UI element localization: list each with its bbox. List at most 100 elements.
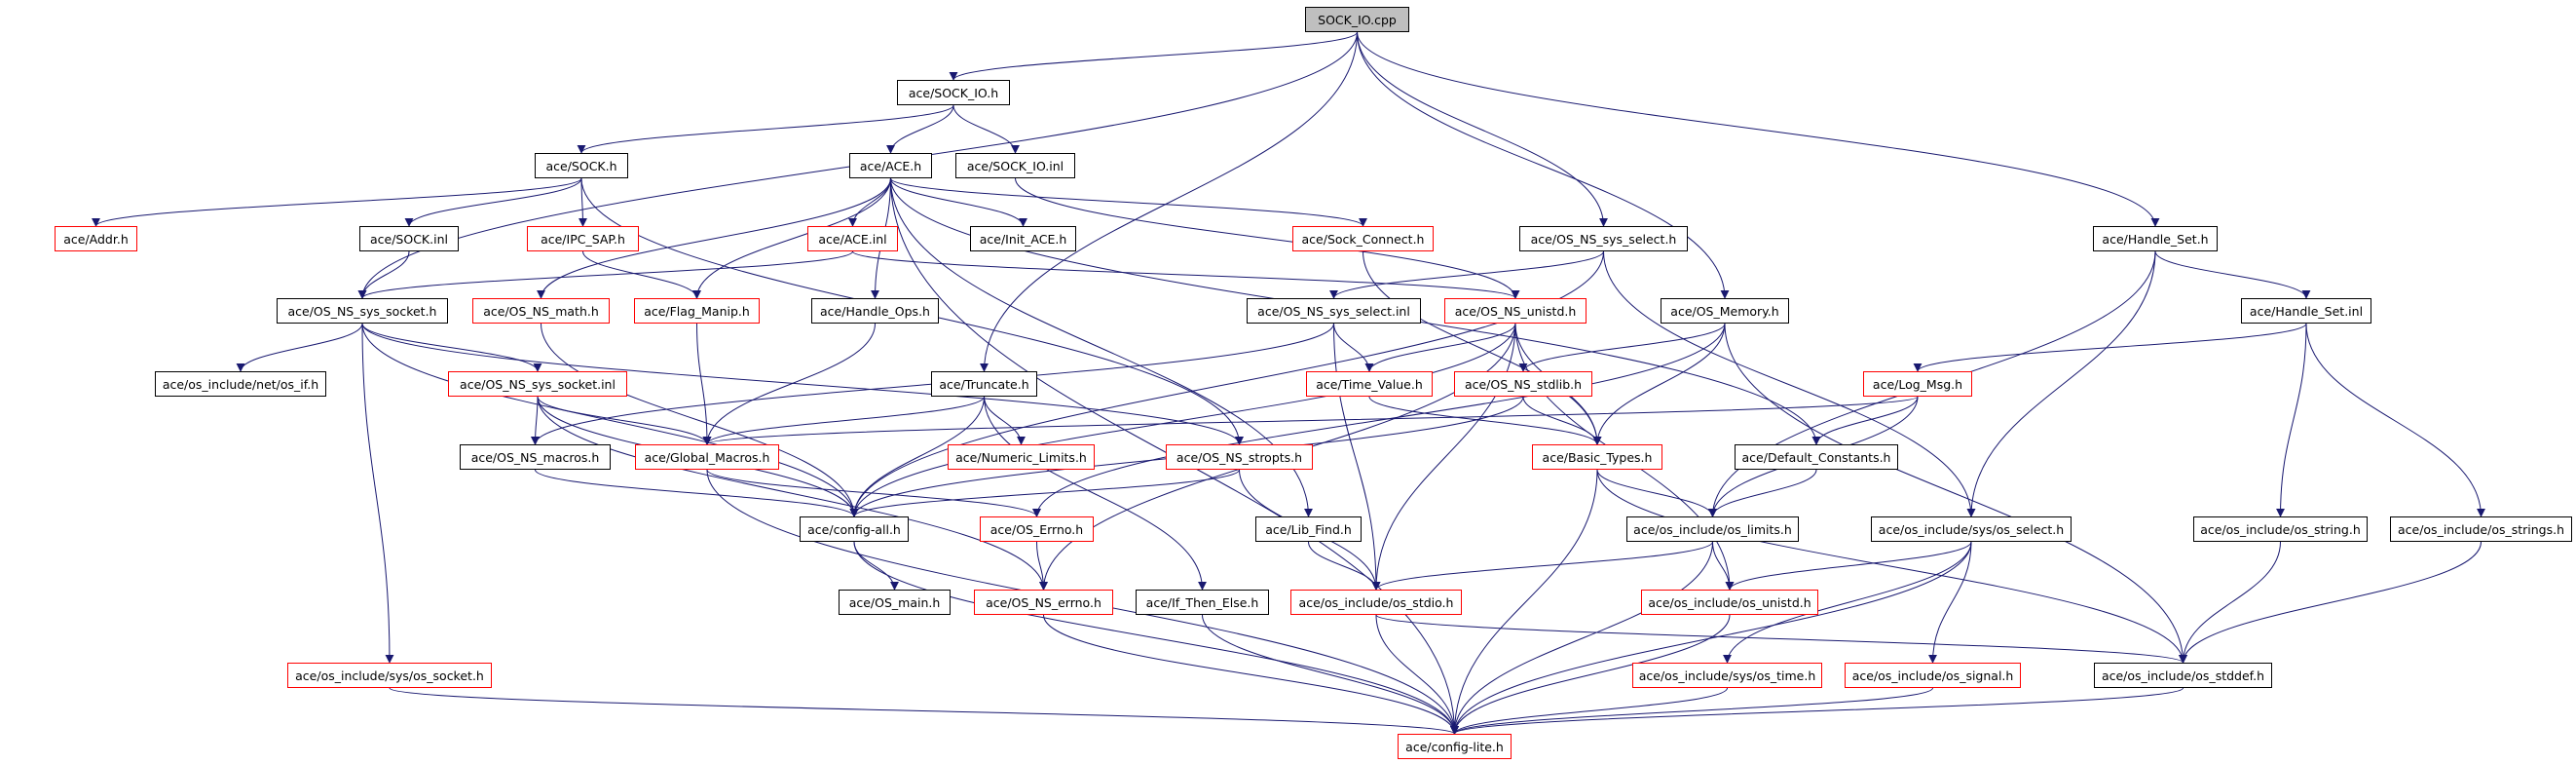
node-global-macros-h[interactable]: ace/Global_Macros.h — [635, 444, 779, 470]
node-handle-set-inl[interactable]: ace/Handle_Set.inl — [2241, 298, 2371, 324]
edge-os-stddef-h-to-config-lite-h — [1450, 687, 2184, 735]
edge-os-ns-sys-socket-h-to-sys-os-socket-h — [361, 323, 394, 664]
node-handle-ops-h[interactable]: ace/Handle_Ops.h — [811, 298, 939, 324]
node-label: ace/config-all.h — [807, 521, 901, 537]
edge-sys-os-socket-h-to-config-lite-h — [389, 687, 1459, 735]
node-os-ns-stropts-h[interactable]: ace/OS_NS_stropts.h — [1166, 444, 1313, 470]
node-label: ace/Sock_Connect.h — [1301, 231, 1425, 247]
node-os-ns-math-h[interactable]: ace/OS_NS_math.h — [472, 298, 610, 324]
node-label: ace/OS_NS_sys_select.h — [1530, 231, 1677, 247]
edge-os-ns-sys-select-h-to-sys-os-select-h — [1603, 250, 1976, 517]
node-os-stdio-h[interactable]: ace/os_include/os_stdio.h — [1290, 590, 1462, 615]
edge-os-ns-stdlib-h-to-basic-types-h — [1522, 396, 1602, 445]
node-label: ace/Global_Macros.h — [644, 449, 770, 465]
edge-if-then-else-h-to-config-lite-h — [1202, 614, 1459, 735]
node-ace-h[interactable]: ace/ACE.h — [849, 153, 932, 178]
node-lib-find-h[interactable]: ace/Lib_Find.h — [1255, 516, 1362, 542]
node-os-signal-h[interactable]: ace/os_include/os_signal.h — [1845, 663, 2021, 688]
node-init-ace-h[interactable]: ace/Init_ACE.h — [970, 226, 1076, 251]
edge-os-memory-h-to-os-errno-h — [1032, 323, 1726, 517]
node-label: ace/os_include/sys/os_socket.h — [295, 668, 484, 683]
node-os-ns-sys-socket-h[interactable]: ace/OS_NS_sys_socket.h — [277, 298, 448, 324]
edge-ace-inl-to-os-ns-unistd-h — [852, 250, 1520, 299]
node-os-ns-sys-select-inl[interactable]: ace/OS_NS_sys_select.inl — [1247, 298, 1421, 324]
node-label: ace/OS_NS_stropts.h — [1176, 449, 1303, 465]
node-flag-manip-h[interactable]: ace/Flag_Manip.h — [634, 298, 760, 324]
node-label: ace/os_include/os_unistd.h — [1648, 594, 1811, 610]
node-basic-types-h[interactable]: ace/Basic_Types.h — [1532, 444, 1662, 470]
node-numeric-limits-h[interactable]: ace/Numeric_Limits.h — [948, 444, 1095, 470]
edge-root-to-os-ns-sys-select-h — [1357, 31, 1608, 227]
node-log-msg-h[interactable]: ace/Log_Msg.h — [1863, 371, 1972, 397]
node-truncate-h[interactable]: ace/Truncate.h — [931, 371, 1037, 397]
edge-time-value-h-to-basic-types-h — [1368, 396, 1602, 445]
node-if-then-else-h[interactable]: ace/If_Then_Else.h — [1136, 590, 1269, 615]
node-os-errno-h[interactable]: ace/OS_Errno.h — [980, 516, 1094, 542]
edge-os-stdio-h-to-os-stddef-h — [1375, 614, 2187, 664]
node-sock-io-h[interactable]: ace/SOCK_IO.h — [897, 80, 1010, 105]
node-os-unistd-h[interactable]: ace/os_include/os_unistd.h — [1641, 590, 1818, 615]
edge-os-ns-sys-select-inl-to-time-value-h — [1333, 323, 1374, 372]
node-time-value-h[interactable]: ace/Time_Value.h — [1306, 371, 1433, 397]
node-sock-inl[interactable]: ace/SOCK.inl — [359, 226, 459, 251]
edge-ace-h-to-flag-manip-h — [692, 177, 891, 299]
node-os-ns-sys-socket-inl[interactable]: ace/OS_NS_sys_socket.inl — [448, 371, 627, 397]
node-sys-os-time-h[interactable]: ace/os_include/sys/os_time.h — [1632, 663, 1822, 688]
edge-root-to-os-memory-h — [1357, 31, 1730, 299]
edge-truncate-h-to-config-all-h — [849, 396, 985, 517]
node-label: ace/OS_NS_macros.h — [470, 449, 600, 465]
edge-os-ns-math-h-to-config-all-h — [541, 323, 859, 517]
node-sock-io-inl[interactable]: ace/SOCK_IO.inl — [955, 153, 1075, 178]
node-label: ace/os_include/net/os_if.h — [162, 376, 319, 392]
node-os-ns-unistd-h[interactable]: ace/OS_NS_unistd.h — [1444, 298, 1587, 324]
edge-os-ns-unistd-h-to-os-stdio-h — [1371, 323, 1516, 591]
node-default-constants-h[interactable]: ace/Default_Constants.h — [1735, 444, 1898, 470]
edge-os-ns-stropts-h-to-config-all-h — [849, 469, 1240, 517]
node-label: ace/Truncate.h — [939, 376, 1029, 392]
edge-os-ns-sys-select-h-to-os-ns-sys-select-inl — [1329, 250, 1604, 299]
edge-root-to-sock-io-h — [949, 31, 1358, 81]
node-os-memory-h[interactable]: ace/OS_Memory.h — [1661, 298, 1789, 324]
node-os-ns-macros-h[interactable]: ace/OS_NS_macros.h — [460, 444, 611, 470]
node-os-if-h[interactable]: ace/os_include/net/os_if.h — [155, 371, 326, 397]
edge-log-msg-h-to-default-constants-h — [1811, 396, 1919, 445]
node-os-limits-h[interactable]: ace/os_include/os_limits.h — [1626, 516, 1799, 542]
edge-os-ns-sys-socket-inl-to-os-ns-errno-h — [537, 396, 1048, 591]
edge-ace-h-to-init-ace-h — [890, 177, 1027, 227]
edge-os-ns-sys-select-inl-to-os-stdio-h — [1333, 323, 1381, 591]
node-os-ns-stdlib-h[interactable]: ace/OS_NS_stdlib.h — [1454, 371, 1592, 397]
node-label: ace/Addr.h — [63, 231, 129, 247]
node-os-main-h[interactable]: ace/OS_main.h — [839, 590, 951, 615]
node-label: ace/ACE.inl — [818, 231, 887, 247]
node-label: ace/OS_NS_stdlib.h — [1464, 376, 1583, 392]
node-label: ace/IPC_SAP.h — [541, 231, 625, 247]
node-label: ace/os_include/os_stdio.h — [1298, 594, 1454, 610]
edge-os-ns-errno-h-to-config-lite-h — [1043, 614, 1459, 735]
node-label: ace/OS_NS_errno.h — [986, 594, 1101, 610]
node-handle-set-h[interactable]: ace/Handle_Set.h — [2093, 226, 2218, 251]
edge-basic-types-h-to-os-stddef-h — [1596, 469, 2187, 664]
node-os-ns-sys-select-h[interactable]: ace/OS_NS_sys_select.h — [1519, 226, 1688, 251]
edge-os-string-h-to-os-stddef-h — [2179, 541, 2281, 664]
node-config-all-h[interactable]: ace/config-all.h — [800, 516, 909, 542]
edge-os-unistd-h-to-config-lite-h — [1450, 614, 1731, 735]
edge-os-ns-sys-socket-h-to-config-all-h — [361, 323, 859, 517]
node-sys-os-socket-h[interactable]: ace/os_include/sys/os_socket.h — [287, 663, 492, 688]
node-sock-h[interactable]: ace/SOCK.h — [535, 153, 628, 178]
node-config-lite-h[interactable]: ace/config-lite.h — [1398, 734, 1512, 759]
node-os-stddef-h[interactable]: ace/os_include/os_stddef.h — [2094, 663, 2272, 688]
node-sys-os-select-h[interactable]: ace/os_include/sys/os_select.h — [1871, 516, 2072, 542]
node-label: ace/SOCK.inl — [370, 231, 448, 247]
edge-os-memory-h-to-basic-types-h — [1592, 323, 1726, 445]
edge-os-ns-sys-socket-h-to-os-if-h — [236, 323, 363, 372]
node-sock-connect-h[interactable]: ace/Sock_Connect.h — [1292, 226, 1434, 251]
node-label: ace/SOCK_IO.h — [908, 85, 999, 100]
node-addr-h[interactable]: ace/Addr.h — [55, 226, 137, 251]
node-os-strings-h[interactable]: ace/os_include/os_strings.h — [2390, 516, 2572, 542]
node-label: ace/OS_Errno.h — [989, 521, 1084, 537]
node-os-ns-errno-h[interactable]: ace/OS_NS_errno.h — [974, 590, 1113, 615]
node-ace-inl[interactable]: ace/ACE.inl — [807, 226, 898, 251]
node-os-string-h[interactable]: ace/os_include/os_string.h — [2193, 516, 2368, 542]
node-ipc-sap-h[interactable]: ace/IPC_SAP.h — [527, 226, 639, 251]
edge-os-memory-h-to-os-ns-stdlib-h — [1518, 323, 1726, 372]
